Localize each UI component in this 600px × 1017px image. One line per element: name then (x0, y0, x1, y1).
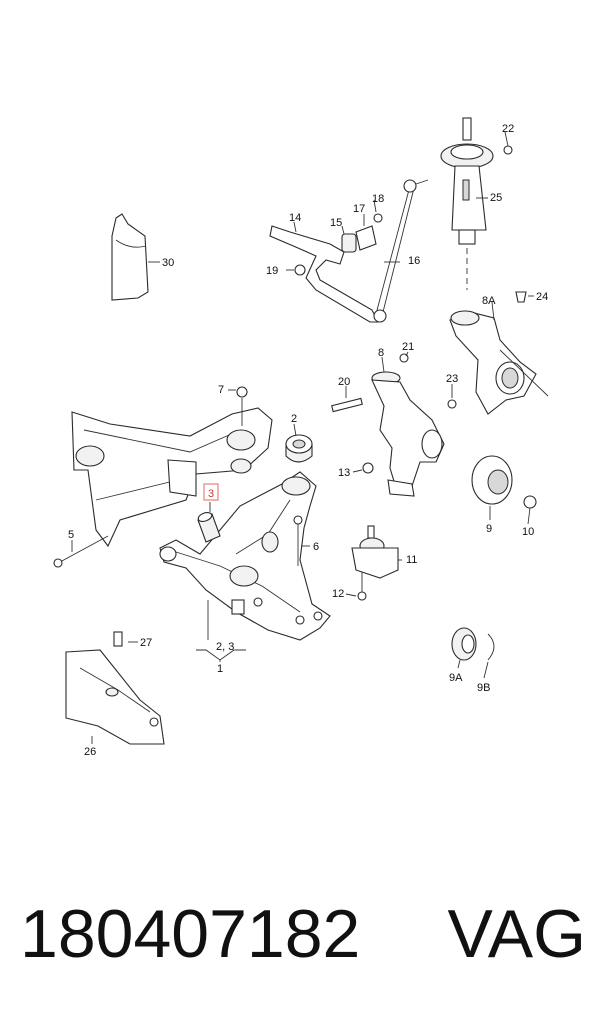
callout-3-highlight-box (203, 483, 219, 501)
callout-9B: 9B (477, 682, 490, 694)
callout-15: 15 (330, 217, 342, 229)
callout-20: 20 (338, 376, 350, 388)
callout-3-highlighted: 3 (208, 488, 214, 500)
strut-assembly-part (440, 117, 513, 290)
brand-name: VAG (447, 896, 586, 972)
ball-joint-part (351, 525, 399, 601)
callout-18: 18 (372, 193, 384, 205)
callout-25: 25 (490, 192, 502, 204)
wheel-bearing-part (451, 627, 495, 661)
rear-bushing-part (285, 434, 313, 463)
steering-knuckle-part (331, 353, 457, 497)
callout-7: 7 (218, 384, 224, 396)
callout-labels: 22 25 18 17 14 15 16 19 30 8A 24 8 21 20… (68, 123, 548, 758)
callout-10: 10 (522, 526, 534, 538)
callout-30: 30 (162, 257, 174, 269)
stabilizer-bar-part (269, 179, 429, 323)
callout-27: 27 (140, 637, 152, 649)
part-info-footer: 180407182 VAG (20, 888, 586, 980)
callout-8A: 8A (482, 295, 496, 307)
underbody-shield-part (65, 631, 165, 745)
callout-16: 16 (408, 255, 420, 267)
callout-23: 23 (446, 373, 458, 385)
bolt-6-part (293, 515, 303, 566)
grease-tube-part (111, 213, 160, 301)
callout-2: 2 (291, 413, 297, 425)
callout-17: 17 (353, 203, 365, 215)
callout-14: 14 (289, 212, 301, 224)
wheel-hub-part (471, 455, 537, 509)
callout-9: 9 (486, 523, 492, 535)
subframe-part (53, 386, 273, 568)
callout-5: 5 (68, 529, 74, 541)
callout-13: 13 (338, 467, 350, 479)
callout-9A: 9A (449, 672, 463, 684)
callout-8: 8 (378, 347, 384, 359)
front-bushing-part (197, 511, 221, 543)
wheel-bearing-housing-part (449, 291, 549, 415)
part-number: 180407182 (20, 896, 361, 972)
callout-12: 12 (332, 588, 344, 600)
callout-19: 19 (266, 265, 278, 277)
callout-24: 24 (536, 291, 548, 303)
callout-6: 6 (313, 541, 319, 553)
callout-1: 1 (217, 663, 223, 675)
callout-22: 22 (502, 123, 514, 135)
control-arm-part (159, 471, 331, 641)
suspension-exploded-diagram: 22 25 18 17 14 15 16 19 30 8A 24 8 21 20… (53, 117, 549, 758)
leader-lines (71, 131, 534, 744)
callout-11: 11 (406, 554, 417, 566)
callout-2-3: 2, 3 (216, 641, 234, 653)
callout-26: 26 (84, 746, 96, 758)
callout-21: 21 (402, 341, 414, 353)
